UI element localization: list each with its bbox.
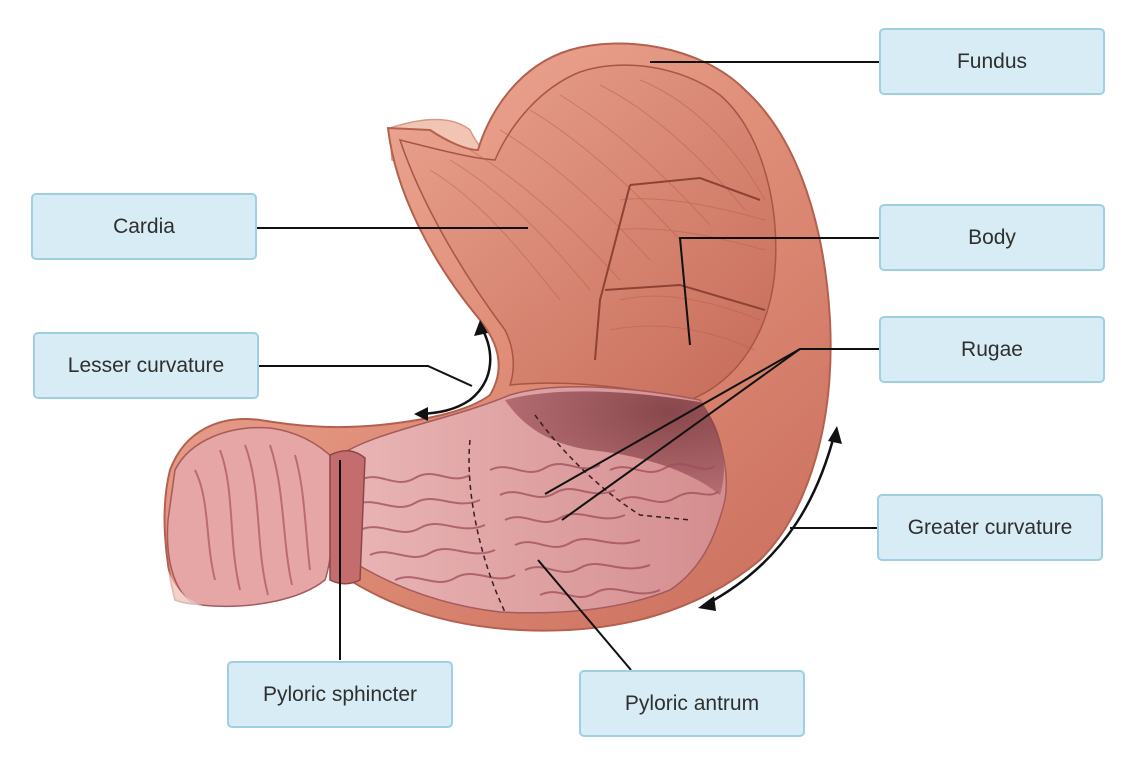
duodenum-fade <box>160 560 240 620</box>
label-fundus[interactable]: Fundus <box>879 28 1105 95</box>
label-greater-curvature[interactable]: Greater curvature <box>877 494 1103 561</box>
leader-line-body <box>678 237 880 346</box>
muscle-flap-edge-3 <box>604 283 766 311</box>
label-pyloric-antrum[interactable]: Pyloric antrum <box>579 670 805 737</box>
muscle-flap-edge <box>629 176 761 201</box>
greater-curvature-arrowhead-top <box>828 426 842 444</box>
label-lesser-curvature[interactable]: Lesser curvature <box>33 332 259 399</box>
interior-cavity <box>505 391 724 495</box>
label-greater-curvature-text: Greater curvature <box>907 515 1073 539</box>
leader-line-pyloric-antrum <box>537 559 632 671</box>
pyloric-sphincter-ring <box>329 450 366 585</box>
label-rugae-text: Rugae <box>961 337 1023 361</box>
label-body-text: Body <box>968 225 1016 249</box>
label-fundus-text: Fundus <box>956 49 1028 73</box>
leader-lines <box>257 61 880 671</box>
antrum-boundary-2 <box>534 414 691 521</box>
lesser-curvature-arrowhead-top <box>474 320 488 336</box>
label-lesser-curvature-text: Lesser curvature <box>67 353 225 377</box>
antrum-boundary-1 <box>468 439 506 613</box>
greater-curvature-arrowhead-bottom <box>698 596 716 611</box>
label-rugae[interactable]: Rugae <box>879 316 1105 383</box>
label-pyloric-sphincter-text: Pyloric sphincter <box>262 682 418 706</box>
leader-line-lesser-curvature <box>259 365 473 387</box>
muscle-layer <box>398 64 777 401</box>
lesser-curvature-arrow <box>419 324 492 416</box>
leader-line-rugae-2 <box>561 348 801 521</box>
greater-curvature-arrow <box>704 431 837 607</box>
duodenum-folds <box>194 444 311 596</box>
rugae-folds <box>354 463 719 598</box>
label-pyloric-sphincter[interactable]: Pyloric sphincter <box>227 661 453 728</box>
label-pyloric-antrum-text: Pyloric antrum <box>624 691 760 715</box>
lesser-curvature-arrowhead-bottom <box>414 407 428 421</box>
label-cardia-text: Cardia <box>113 214 175 238</box>
label-cardia[interactable]: Cardia <box>31 193 257 260</box>
muscle-flap-edge-2 <box>594 184 631 361</box>
duodenum <box>166 426 336 608</box>
muscle-fibers <box>429 79 766 351</box>
label-body[interactable]: Body <box>879 204 1105 271</box>
